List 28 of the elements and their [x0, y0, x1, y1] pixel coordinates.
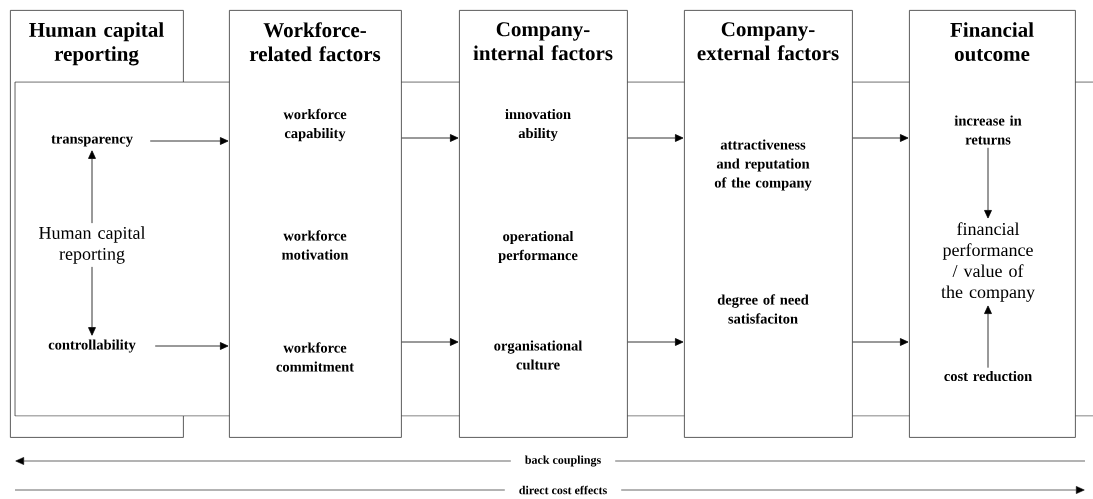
factor-label: cost reduction [944, 370, 1032, 382]
concept-label: financial performance / value of the company [941, 222, 1035, 302]
factor-label: degree of need satisfaciton [717, 294, 809, 324]
factor-label: organisational culture [494, 340, 583, 370]
arrow [984, 305, 992, 369]
arrow [401, 134, 459, 142]
arrow [149, 137, 229, 145]
arrow [88, 150, 96, 224]
concept-label: Human capital reporting [39, 226, 146, 264]
arrow [984, 147, 992, 219]
factor-label: workforce motivation [281, 230, 349, 260]
factor-label: increase in returns [954, 115, 1022, 145]
factor-label: workforce commitment [276, 342, 354, 372]
arrow [627, 338, 684, 346]
factor-label: controllability [48, 339, 136, 353]
arrow-label: back couplings [510, 454, 616, 468]
arrow [852, 338, 909, 346]
factor-label: attractiveness and reputation of the company [714, 139, 812, 191]
factor-label: innovation ability [505, 108, 571, 142]
arrow [88, 266, 96, 336]
arrow [401, 338, 459, 346]
factor-label: transparency [51, 135, 133, 147]
arrow [627, 134, 684, 142]
arrow-label: direct cost effects [504, 484, 622, 496]
arrow [852, 134, 909, 142]
arrow [154, 342, 229, 350]
factor-label: operational performance [498, 230, 578, 264]
factor-label: workforce capability [283, 108, 347, 142]
